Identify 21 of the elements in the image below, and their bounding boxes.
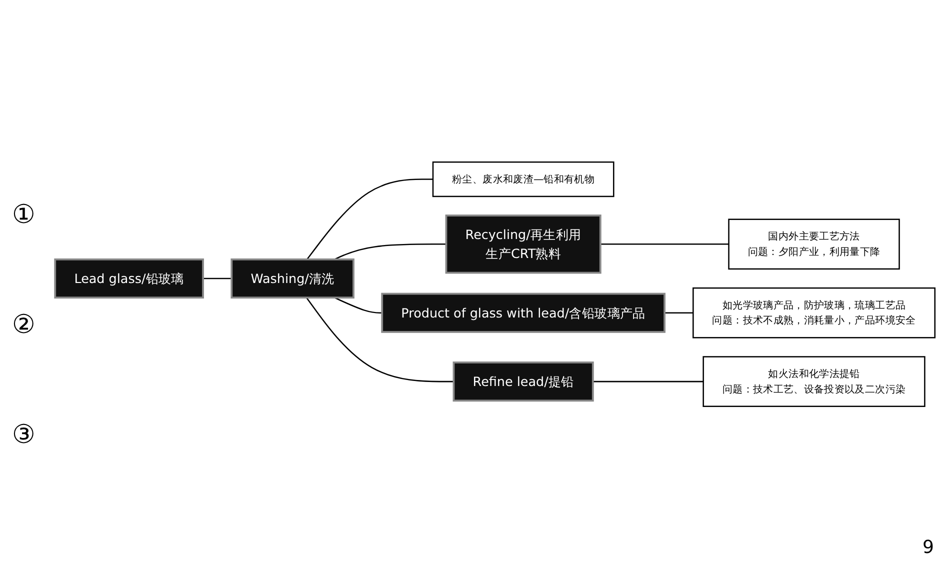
node-box: 国内外主要工艺方法 问题：夕阳产业，利用量下降 xyxy=(728,218,900,270)
connector xyxy=(334,243,446,260)
node-box: Lead glass/铅玻璃 xyxy=(54,258,204,298)
connector xyxy=(664,312,694,314)
node-box: Product of glass with lead/含铅玻璃产品 xyxy=(381,292,666,333)
connector xyxy=(592,380,704,382)
connector xyxy=(306,296,454,382)
connector xyxy=(600,243,729,245)
connector xyxy=(203,278,232,279)
step-number: ① xyxy=(12,200,36,230)
step-number: ③ xyxy=(12,420,36,450)
node-box: Recycling/再生利用 生产CRT熟料 xyxy=(445,214,602,274)
node-box: 如光学玻璃产品，防护玻璃，琉璃工艺品 问题：技术不成熟，消耗量小，产品环境安全 xyxy=(692,287,936,338)
node-box: 如火法和化学法提铅 问题：技术工艺、设备投资以及二次污染 xyxy=(702,356,926,407)
step-number: ② xyxy=(12,310,36,340)
connector xyxy=(334,296,382,314)
node-box: Refine lead/提铅 xyxy=(452,361,594,402)
node-box: 粉尘、废水和废渣—铅和有机物 xyxy=(432,161,614,197)
connector xyxy=(306,178,433,260)
page-number: 9 xyxy=(922,537,934,558)
node-box: Washing/清洗 xyxy=(230,258,354,298)
